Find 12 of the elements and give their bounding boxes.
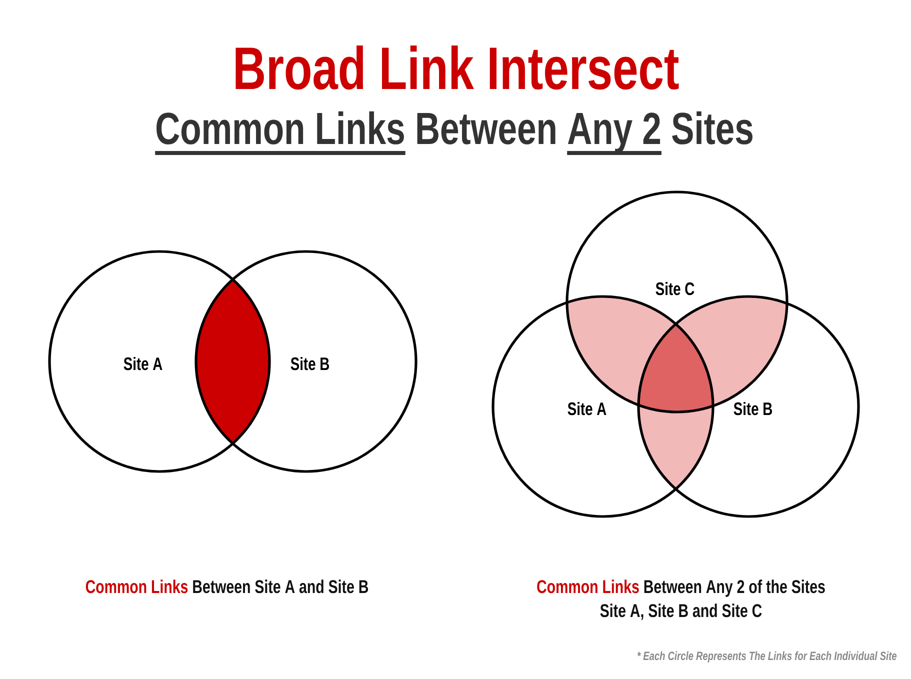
label: Any 2 — [568, 112, 660, 154]
label: Between — [417, 113, 556, 144]
label: Sites — [672, 111, 752, 144]
subtitle: Common Links Between Any 2 Sites — [155, 111, 752, 155]
intersection-region — [196, 279, 270, 444]
footnote: * Each Circle Represents The Links for Each Individual Site — [637, 651, 897, 662]
label: Common Links — [156, 111, 404, 144]
caption: Common Links Between Any 2 of the Sites Site A, Site B and Site C — [537, 580, 825, 620]
overlap-region — [638, 405, 713, 489]
center-overlap-region — [638, 324, 713, 412]
title: Broad Link Intersect — [236, 46, 679, 90]
caption: Common Links Between Site A and Site B — [86, 580, 368, 594]
